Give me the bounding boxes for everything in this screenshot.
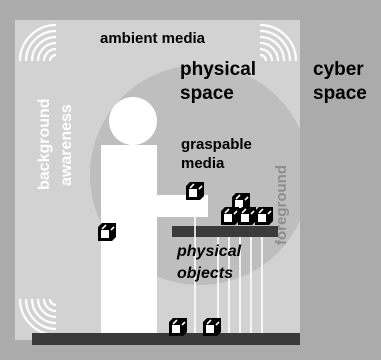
cube-icon bbox=[237, 206, 257, 226]
physical-objects-label-line2: objects bbox=[177, 265, 233, 282]
foreground-label: foreground bbox=[273, 165, 290, 245]
graspable-media-label-line1: graspable bbox=[181, 136, 252, 153]
physical-objects-label-line1: physical bbox=[176, 243, 242, 260]
background-awareness-label-line1: background bbox=[36, 98, 53, 190]
cube-icon bbox=[220, 206, 240, 226]
cyber-space-label-line2: space bbox=[313, 83, 367, 104]
floor-bar bbox=[32, 333, 300, 345]
cube-icon bbox=[202, 317, 222, 337]
table-bar bbox=[172, 226, 278, 237]
cube-icon bbox=[97, 222, 117, 242]
physical-space-label-line2: space bbox=[180, 83, 234, 104]
background-awareness-label-line2: awareness bbox=[58, 104, 75, 186]
graspable-media-label-line2: media bbox=[181, 155, 225, 172]
cube-icon bbox=[185, 181, 205, 201]
cube-icon bbox=[254, 206, 274, 226]
physical-space-label-line1: physical bbox=[180, 59, 256, 80]
connection-lines bbox=[106, 198, 263, 333]
cyber-space-label-line1: cyber bbox=[313, 59, 364, 80]
cube-icon bbox=[168, 317, 188, 337]
ambient-media-label: ambient media bbox=[100, 30, 206, 47]
